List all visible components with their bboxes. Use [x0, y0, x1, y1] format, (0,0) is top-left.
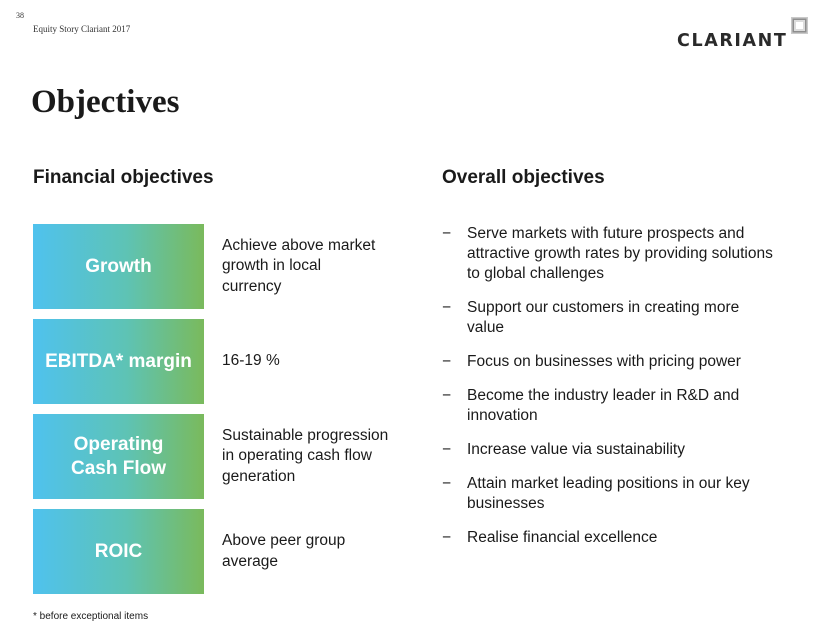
kpi-tile: Growth — [33, 224, 204, 309]
kpi-tile: EBITDA* margin — [33, 319, 204, 404]
logo-mark-icon — [791, 17, 808, 34]
kpi-description: Above peer group average — [222, 532, 346, 570]
page-number: 38 — [16, 11, 24, 20]
kpi-row-growth: Growth Achieve above market growth in lo… — [33, 224, 403, 309]
objective-text: Attain market leading positions in our k… — [467, 475, 750, 512]
list-item: −Increase value via sustainability — [442, 440, 802, 460]
header-title: Equity Story Clariant 2017 — [33, 24, 131, 34]
overall-objectives-list: −Serve markets with future prospects and… — [442, 224, 802, 562]
objective-text: Become the industry leader in R&D and in… — [467, 387, 740, 424]
objective-text: Support our customers in creating more v… — [467, 299, 740, 336]
clariant-logo: CLARIANT — [677, 17, 809, 51]
logo-text: CLARIANT — [677, 31, 788, 51]
kpi-tile: Operating Cash Flow — [33, 414, 204, 499]
kpi-row-roic: ROIC Above peer group average — [33, 509, 403, 594]
kpi-row-ebitda: EBITDA* margin 16-19 % — [33, 319, 403, 404]
footnote: * before exceptional items — [33, 611, 149, 622]
overall-objectives-heading: Overall objectives — [442, 167, 605, 188]
objective-text: Focus on businesses with pricing power — [467, 353, 741, 370]
objective-text: Serve markets with future prospects and … — [467, 225, 773, 282]
dash-bullet: − — [442, 441, 452, 458]
page-title: Objectives — [31, 84, 180, 120]
kpi-description: 16-19 % — [222, 352, 280, 370]
dash-bullet: − — [442, 225, 452, 242]
objective-text: Realise financial excellence — [467, 529, 658, 546]
kpi-tile: ROIC — [33, 509, 204, 594]
kpi-description: Sustainable progression in operating cas… — [222, 426, 389, 485]
dash-bullet: − — [442, 387, 452, 404]
list-item: −Serve markets with future prospects and… — [442, 224, 802, 284]
list-item: −Support our customers in creating more … — [442, 298, 802, 338]
list-item: −Become the industry leader in R&D and i… — [442, 386, 802, 426]
dash-bullet: − — [442, 529, 452, 546]
dash-bullet: − — [442, 353, 452, 370]
dash-bullet: − — [442, 299, 452, 316]
kpi-description: Achieve above market growth in local cur… — [222, 236, 376, 295]
dash-bullet: − — [442, 475, 452, 492]
list-item: −Focus on businesses with pricing power — [442, 352, 802, 372]
kpi-row-cash-flow: Operating Cash Flow Sustainable progress… — [33, 414, 403, 499]
objective-text: Increase value via sustainability — [467, 441, 685, 458]
list-item: −Attain market leading positions in our … — [442, 474, 802, 514]
list-item: −Realise financial excellence — [442, 528, 802, 548]
financial-objectives-heading: Financial objectives — [33, 167, 214, 188]
